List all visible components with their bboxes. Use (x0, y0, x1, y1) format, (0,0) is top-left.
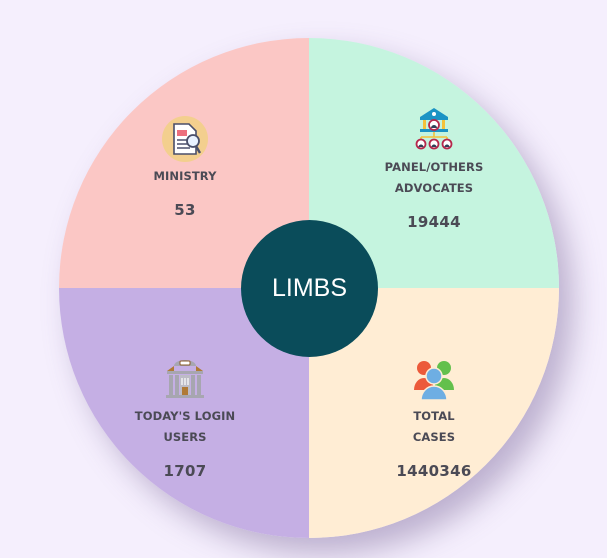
limbs-center-label: LIMBS (271, 274, 348, 302)
panel-advocates-value: 19444 (407, 213, 461, 231)
court-hierarchy-icon (415, 108, 453, 150)
users-group-icon (414, 361, 454, 401)
ministry-label: MINISTRY (153, 169, 217, 183)
total-cases-value: 1440346 (396, 462, 472, 480)
todays-login-users-value: 1707 (163, 462, 207, 480)
total-cases-label: TOTAL CASES (412, 409, 456, 444)
todays-login-users-label: TODAY'S LOGIN USERS (134, 409, 236, 444)
document-search-icon (162, 116, 208, 162)
ministry-value: 53 (174, 201, 196, 219)
courthouse-icon (166, 360, 204, 398)
todays-login-users-tile[interactable]: TODAY'S LOGIN USERS 1707 (85, 356, 285, 480)
panel-advocates-tile[interactable]: PANEL/OTHERS ADVOCATES 19444 (334, 105, 534, 231)
limbs-dial: MINISTRY 53 PANEL/OTHERS ADVOCATES 19444 (59, 38, 559, 538)
panel-advocates-label: PANEL/OTHERS ADVOCATES (384, 160, 484, 195)
limbs-center-button[interactable]: LIMBS (241, 220, 378, 357)
ministry-tile[interactable]: MINISTRY 53 (85, 116, 285, 219)
total-cases-tile[interactable]: TOTAL CASES 1440346 (334, 356, 534, 480)
